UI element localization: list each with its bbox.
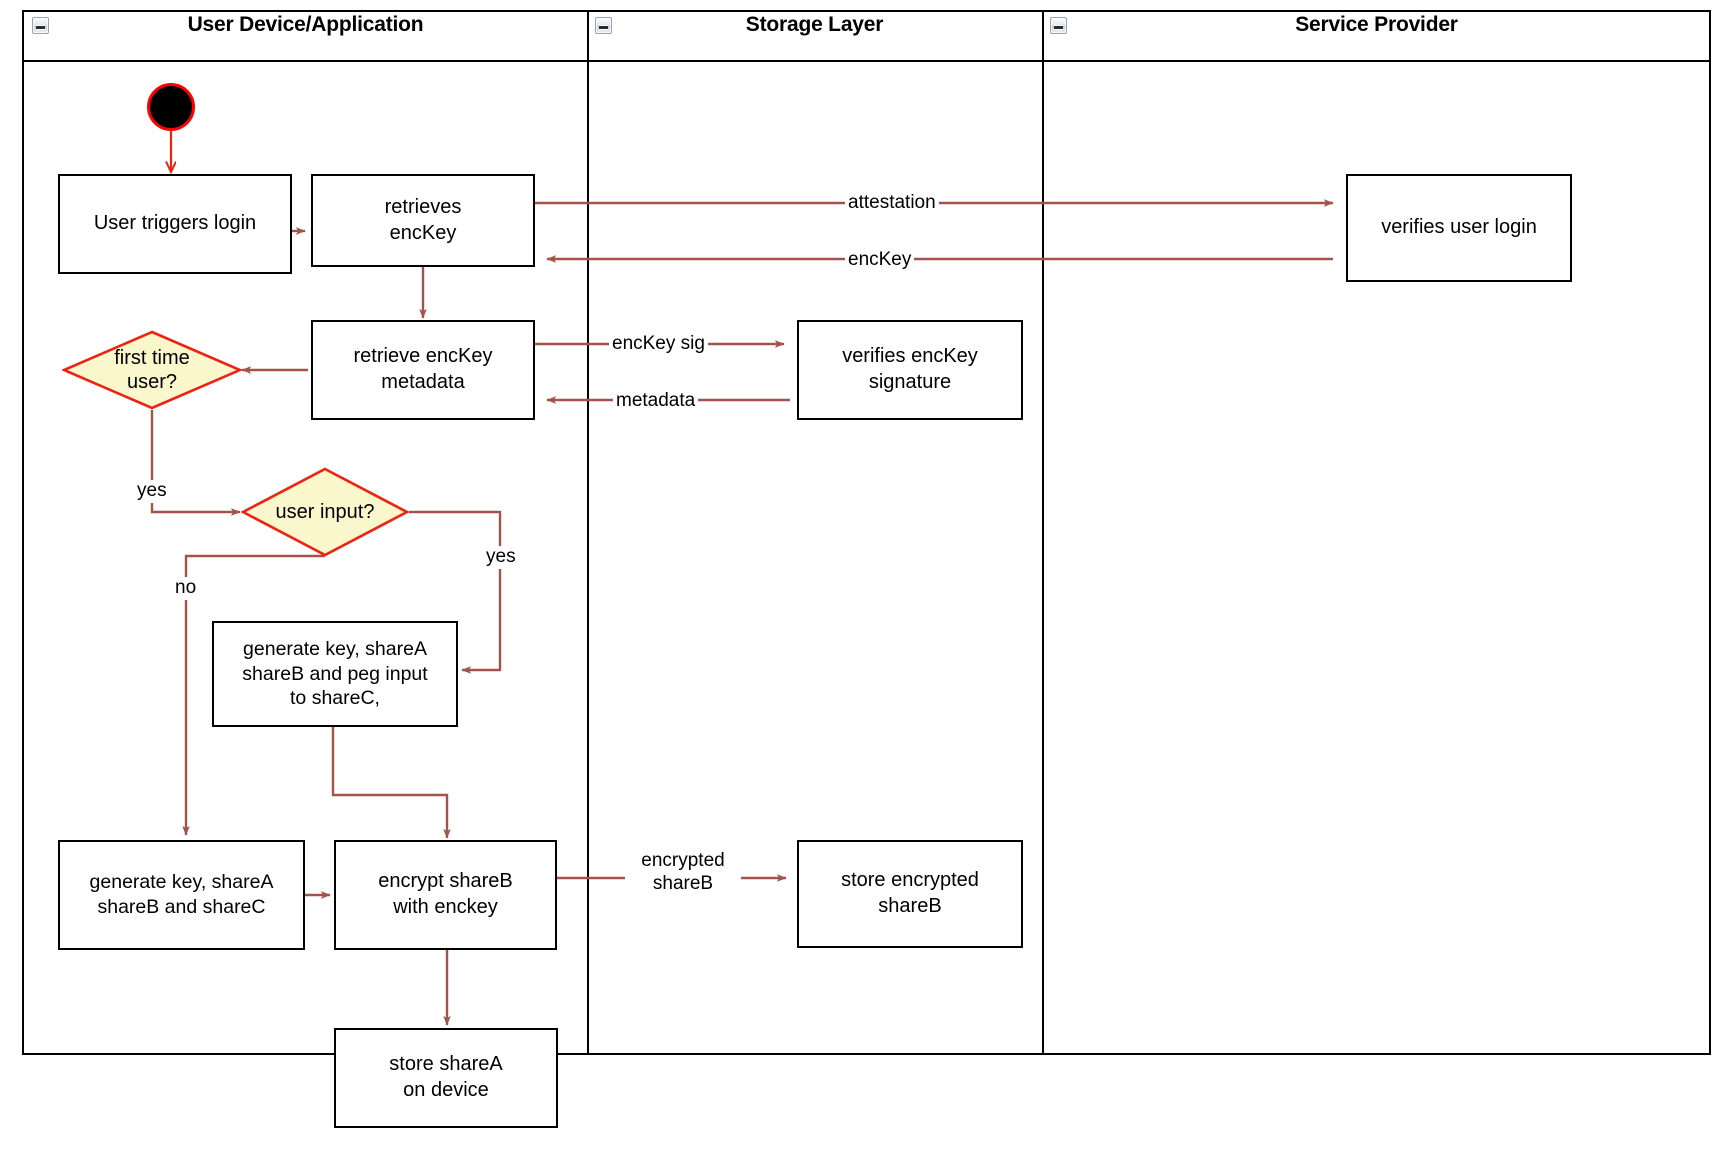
activity-retrieves-enckey[interactable]: retrieves encKey	[311, 174, 535, 267]
edge-label-attestation: attestation	[845, 192, 939, 215]
collapse-icon-user-device[interactable]	[32, 17, 49, 34]
edge-label-metadata: metadata	[613, 390, 699, 413]
activity-store-sharea-on-device[interactable]: store shareA on device	[334, 1028, 558, 1128]
lane-title-user-device: User Device/Application	[187, 13, 424, 36]
activity-retrieve-enckey-metadata[interactable]: retrieve encKey metadata	[311, 320, 535, 420]
edge-label-encrypted-shareb: encrypted shareB	[625, 850, 741, 896]
activity-encrypt-shareb[interactable]: encrypt shareB with enckey	[334, 840, 557, 950]
activity-user-triggers-login[interactable]: User triggers login	[58, 174, 292, 274]
lane-title-service-provider: Service Provider	[1295, 13, 1458, 36]
swimlane-frame	[22, 10, 1711, 1055]
lane-divider-1	[587, 12, 589, 1053]
collapse-icon-service-provider[interactable]	[1050, 17, 1067, 34]
decision-diamond-shape	[240, 467, 410, 557]
decision-diamond-shape	[60, 330, 244, 410]
edge-label-no-user-input: no	[172, 577, 200, 600]
activity-verifies-user-login[interactable]: verifies user login	[1346, 174, 1572, 282]
edge-label-yes-first-time-user: yes	[134, 480, 170, 503]
decision-first-time-user[interactable]: first time user?	[60, 330, 244, 410]
edge-label-enckey: encKey	[845, 249, 915, 272]
lane-header-separator	[24, 60, 1709, 62]
lane-title-storage-layer: Storage Layer	[745, 13, 884, 36]
activity-verifies-enckey-signature[interactable]: verifies encKey signature	[797, 320, 1023, 420]
initial-node	[147, 83, 195, 131]
edge-label-enckey-sig: encKey sig	[609, 333, 708, 356]
activity-generate-key-shares[interactable]: generate key, shareA shareB and shareC	[58, 840, 305, 950]
decision-user-input[interactable]: user input?	[240, 467, 410, 557]
lane-divider-2	[1042, 12, 1044, 1053]
collapse-icon-storage-layer[interactable]	[595, 17, 612, 34]
activity-store-encrypted-shareb[interactable]: store encrypted shareB	[797, 840, 1023, 948]
activity-generate-key-peg-input[interactable]: generate key, shareA shareB and peg inpu…	[212, 621, 458, 727]
edge-label-yes-user-input: yes	[483, 546, 519, 569]
